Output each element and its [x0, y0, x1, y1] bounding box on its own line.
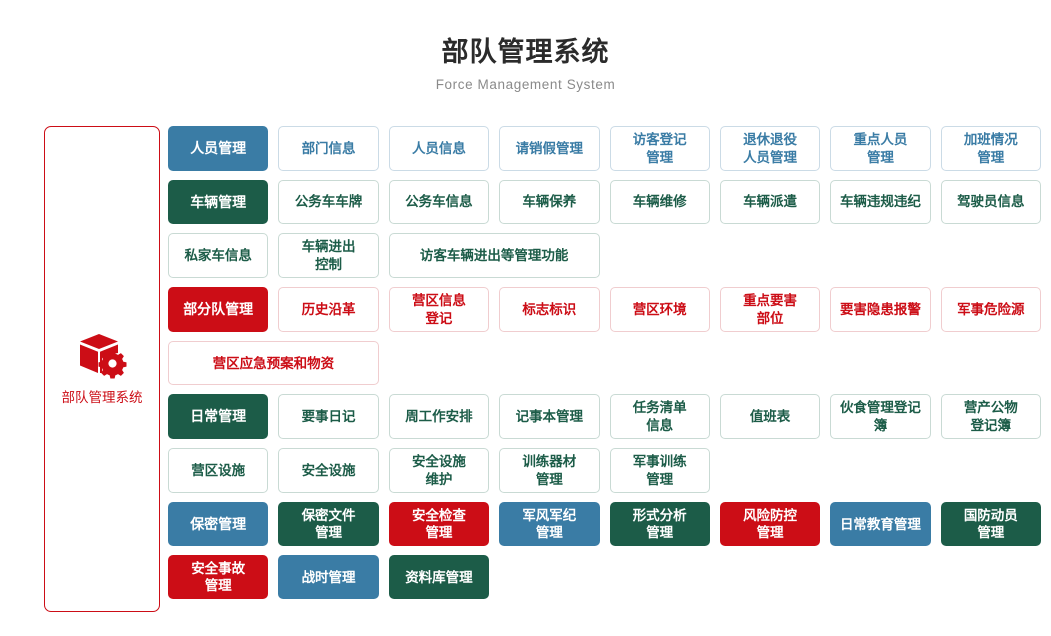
module-section-部分队管理: 部分队管理历史沿革营区信息登记标志标识营区环境重点要害部位要害隐患报警军事危险源… — [168, 287, 1041, 386]
module-button-资料库管理[interactable]: 资料库管理 — [388, 555, 490, 600]
category-button-日常管理[interactable]: 日常管理 — [168, 394, 269, 440]
module-button-车辆违规违纪[interactable]: 车辆违规违纪 — [830, 180, 931, 225]
module-button-安全设施[interactable]: 安全设施 — [278, 448, 379, 494]
module-button-任务清单-信息[interactable]: 任务清单信息 — [609, 394, 710, 440]
category-button-保密管理[interactable]: 保密管理 — [168, 502, 269, 547]
module-button-公务车车牌[interactable]: 公务车车牌 — [278, 180, 379, 225]
module-button-私家车信息[interactable]: 私家车信息 — [168, 233, 269, 279]
module-grid: 人员管理部门信息人员信息请销假管理访客登记管理退休退役人员管理重点人员管理加班情… — [168, 126, 1041, 608]
module-button-车辆维修[interactable]: 车辆维修 — [609, 180, 710, 225]
module-button-部门信息[interactable]: 部门信息 — [278, 126, 379, 172]
cube-gear-icon — [76, 332, 128, 380]
module-button-营产公物-登记簿[interactable]: 营产公物登记簿 — [940, 394, 1041, 440]
sidebar: 部队管理系统 — [44, 126, 160, 612]
module-button-请销假管理[interactable]: 请销假管理 — [499, 126, 600, 172]
module-button-退休退役-人员管理[interactable]: 退休退役人员管理 — [719, 126, 821, 172]
sidebar-label: 部队管理系统 — [61, 389, 143, 405]
module-button-营区设施[interactable]: 营区设施 — [168, 448, 269, 494]
module-button-加班情况-管理[interactable]: 加班情况管理 — [940, 126, 1041, 172]
module-button-安全检查-管理[interactable]: 安全检查管理 — [388, 502, 490, 547]
module-button-要事日记[interactable]: 要事日记 — [278, 394, 379, 440]
module-button-战时管理[interactable]: 战时管理 — [278, 555, 379, 600]
module-button-营区应急预案和物资[interactable]: 营区应急预案和物资 — [168, 341, 379, 386]
module-button-营区环境[interactable]: 营区环境 — [609, 287, 710, 333]
module-button-车辆保养[interactable]: 车辆保养 — [499, 180, 600, 225]
category-button-人员管理[interactable]: 人员管理 — [168, 126, 269, 172]
module-button-伙食管理登记簿[interactable]: 伙食管理登记簿 — [830, 394, 931, 440]
module-button-军风军纪-管理[interactable]: 军风军纪管理 — [499, 502, 600, 547]
module-section-保密管理: 保密管理保密文件管理安全检查管理军风军纪管理形式分析管理风险防控管理日常教育管理… — [168, 502, 1041, 600]
category-button-车辆管理[interactable]: 车辆管理 — [168, 180, 269, 225]
module-button-车辆进出-控制[interactable]: 车辆进出控制 — [278, 233, 379, 279]
module-button-访客登记-管理[interactable]: 访客登记管理 — [609, 126, 710, 172]
module-button-车辆派遣[interactable]: 车辆派遣 — [719, 180, 821, 225]
module-button-记事本管理[interactable]: 记事本管理 — [499, 394, 600, 440]
module-button-人员信息[interactable]: 人员信息 — [388, 126, 490, 172]
module-button-重点人员-管理[interactable]: 重点人员管理 — [830, 126, 931, 172]
module-button-形式分析-管理[interactable]: 形式分析管理 — [609, 502, 710, 547]
module-button-日常教育管理[interactable]: 日常教育管理 — [830, 502, 931, 547]
page-content: 部队管理系统 人员管理部门信息人员信息请销假管理访客登记管理退休退役人员管理重点… — [0, 126, 1051, 612]
module-button-重点要害-部位[interactable]: 重点要害部位 — [719, 287, 821, 333]
module-button-风险防控-管理[interactable]: 风险防控管理 — [719, 502, 821, 547]
module-button-驾驶员信息[interactable]: 驾驶员信息 — [940, 180, 1041, 225]
module-button-安全设施-维护[interactable]: 安全设施维护 — [388, 448, 490, 494]
module-button-历史沿革[interactable]: 历史沿革 — [278, 287, 379, 333]
module-button-安全事故-管理[interactable]: 安全事故管理 — [168, 555, 269, 600]
module-button-保密文件-管理[interactable]: 保密文件管理 — [278, 502, 379, 547]
module-section-日常管理: 日常管理要事日记周工作安排记事本管理任务清单信息值班表伙食管理登记簿营产公物登记… — [168, 394, 1041, 494]
module-section-人员管理: 人员管理部门信息人员信息请销假管理访客登记管理退休退役人员管理重点人员管理加班情… — [168, 126, 1041, 172]
module-button-公务车信息[interactable]: 公务车信息 — [388, 180, 490, 225]
module-button-军事训练-管理[interactable]: 军事训练管理 — [609, 448, 710, 494]
module-section-车辆管理: 车辆管理公务车车牌公务车信息车辆保养车辆维修车辆派遣车辆违规违纪驾驶员信息私家车… — [168, 180, 1041, 279]
module-button-周工作安排[interactable]: 周工作安排 — [388, 394, 490, 440]
module-button-值班表[interactable]: 值班表 — [719, 394, 821, 440]
module-button-营区信息-登记[interactable]: 营区信息登记 — [388, 287, 490, 333]
page-title: 部队管理系统 — [441, 37, 610, 67]
module-button-标志标识[interactable]: 标志标识 — [499, 287, 600, 333]
module-button-军事危险源[interactable]: 军事危险源 — [940, 287, 1041, 333]
module-button-访客车辆进出等管理功能[interactable]: 访客车辆进出等管理功能 — [388, 233, 600, 279]
module-button-要害隐患报警[interactable]: 要害隐患报警 — [830, 287, 931, 333]
category-button-部分队管理[interactable]: 部分队管理 — [168, 287, 269, 333]
page-header: 部队管理系统 Force Management System — [0, 0, 1051, 92]
module-button-国防动员-管理[interactable]: 国防动员管理 — [940, 502, 1041, 547]
module-button-训练器材-管理[interactable]: 训练器材管理 — [499, 448, 600, 494]
page-subtitle: Force Management System — [435, 76, 616, 92]
